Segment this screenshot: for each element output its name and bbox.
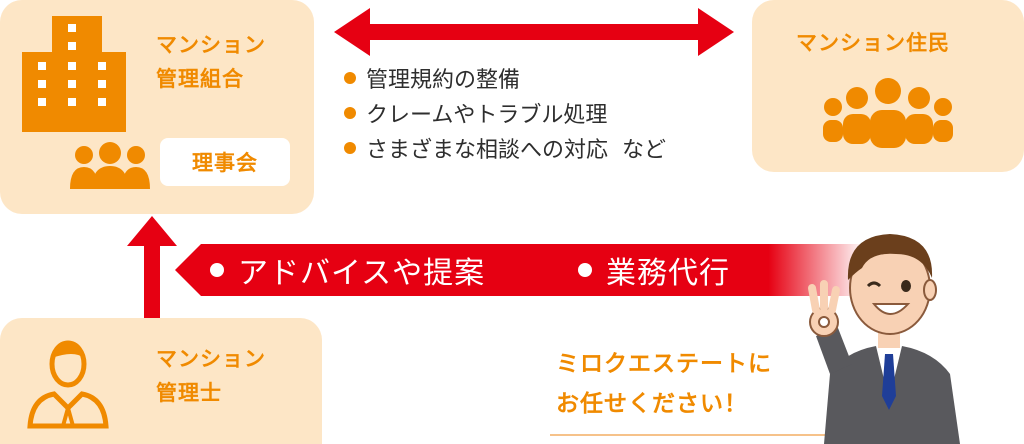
residents-group-icon [823, 78, 953, 148]
service-text: さまざまな相談への対応 など [366, 137, 666, 163]
double-arrow [334, 8, 734, 56]
support-item-1: アドバイスや提案 [210, 244, 485, 296]
support-item-2: 業務代行 [578, 244, 730, 296]
bullet-dot [344, 106, 356, 119]
service-item: クレームやトラブル処理 [344, 95, 666, 130]
building-icon [22, 16, 126, 132]
association-label: マンション 管理組合 [156, 28, 266, 96]
bullet-dot [210, 263, 224, 277]
service-item: 管理規約の整備 [344, 60, 666, 95]
association-line1: マンション [156, 33, 266, 57]
bullet-dot [344, 141, 356, 154]
residents-label: マンション住民 [796, 31, 950, 55]
manager-label: マンション 管理士 [156, 342, 266, 410]
support-band [175, 244, 865, 296]
group-icon [70, 142, 150, 189]
cta-line2: お任せください！ [556, 391, 748, 417]
support-item-1-text: アドバイスや提案 [238, 256, 486, 291]
up-arrow [127, 216, 177, 318]
cta-text: ミロクエステートに お任せください！ [556, 344, 772, 424]
services-list: 管理規約の整備 クレームやトラブル処理 さまざまな相談への対応 など [344, 60, 666, 165]
manager-box [0, 318, 322, 444]
support-item-2-text: 業務代行 [606, 256, 730, 291]
association-line2: 管理組合 [156, 67, 244, 91]
manager-person-icon [27, 340, 109, 429]
service-text: クレームやトラブル処理 [366, 102, 608, 128]
cta-line1: ミロクエステートに [556, 351, 772, 377]
service-item: さまざまな相談への対応 など [344, 130, 666, 165]
bullet-dot [578, 263, 592, 277]
businessman-illustration [808, 234, 960, 444]
board-label: 理事会 [160, 138, 290, 186]
manager-line2: 管理士 [156, 381, 222, 405]
service-text: 管理規約の整備 [366, 67, 521, 93]
bullet-dot [344, 71, 356, 84]
manager-line1: マンション [156, 347, 266, 371]
cta-underline [550, 434, 840, 436]
